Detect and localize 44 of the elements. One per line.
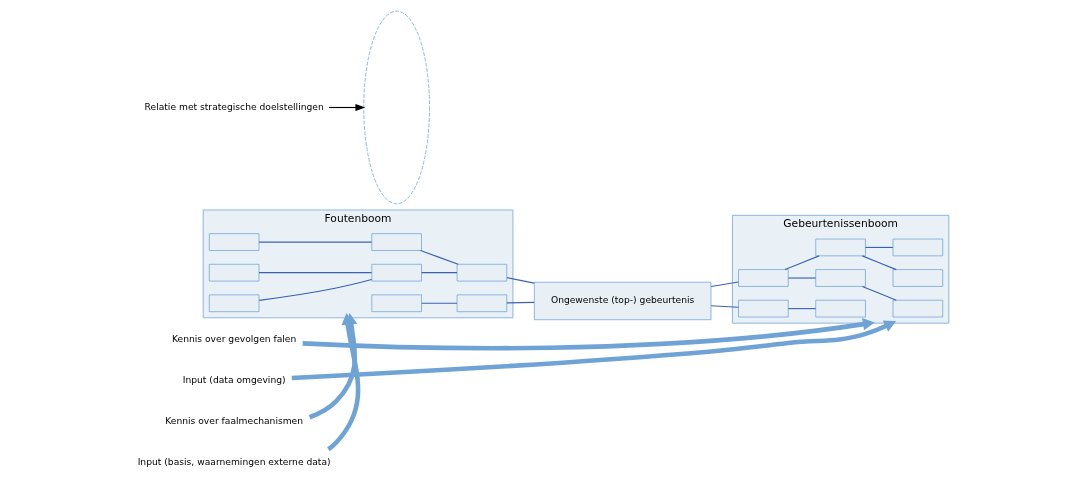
- node-box: [370, 294, 422, 313]
- node-text: Input (basis, waarnemingen externe data): [137, 456, 331, 468]
- arrow: [291, 320, 896, 381]
- node-box: [892, 269, 943, 287]
- node-text: Kennis over faalmechanismen: [164, 415, 303, 427]
- node-box: [456, 294, 507, 313]
- connector: [505, 301, 535, 304]
- connector: [420, 272, 458, 274]
- node-box: [370, 263, 422, 282]
- node-box: [370, 233, 422, 251]
- node-box: [892, 238, 943, 257]
- arrow: [302, 318, 875, 351]
- cluster: Gebeurtenissenboom: [731, 214, 949, 324]
- node-box: [814, 299, 866, 318]
- connector: [861, 255, 897, 271]
- node-text: Input (data omgeving): [182, 373, 286, 385]
- connector: [419, 249, 459, 265]
- connector: [787, 277, 816, 279]
- connector: [257, 272, 372, 274]
- node-box: [208, 294, 259, 313]
- node-box: [208, 233, 259, 251]
- node-box: [892, 299, 943, 318]
- node-ellipse: [362, 10, 430, 205]
- node-box: [737, 269, 789, 287]
- connector: [710, 281, 739, 288]
- node-box: [737, 299, 789, 318]
- node-text: Kennis over gevolgen falen: [171, 332, 296, 344]
- connector: [258, 278, 372, 301]
- connector: [420, 302, 458, 304]
- connector: [864, 246, 893, 248]
- connector: [783, 255, 820, 271]
- node-text: Relatie met strategische doelstellingen: [144, 100, 324, 112]
- connector: [710, 305, 739, 308]
- node-box: [208, 263, 259, 282]
- node-box: [814, 269, 866, 287]
- connector: [787, 308, 816, 310]
- node-box: Ongewenste (top-) gebeurtenis: [533, 281, 711, 321]
- node-box: [456, 263, 507, 282]
- arrow: [327, 104, 365, 111]
- node-box: [814, 238, 866, 257]
- connector: [505, 277, 535, 284]
- connector: [861, 285, 897, 301]
- connector: [257, 241, 372, 243]
- cluster: Foutenboom: [202, 209, 513, 319]
